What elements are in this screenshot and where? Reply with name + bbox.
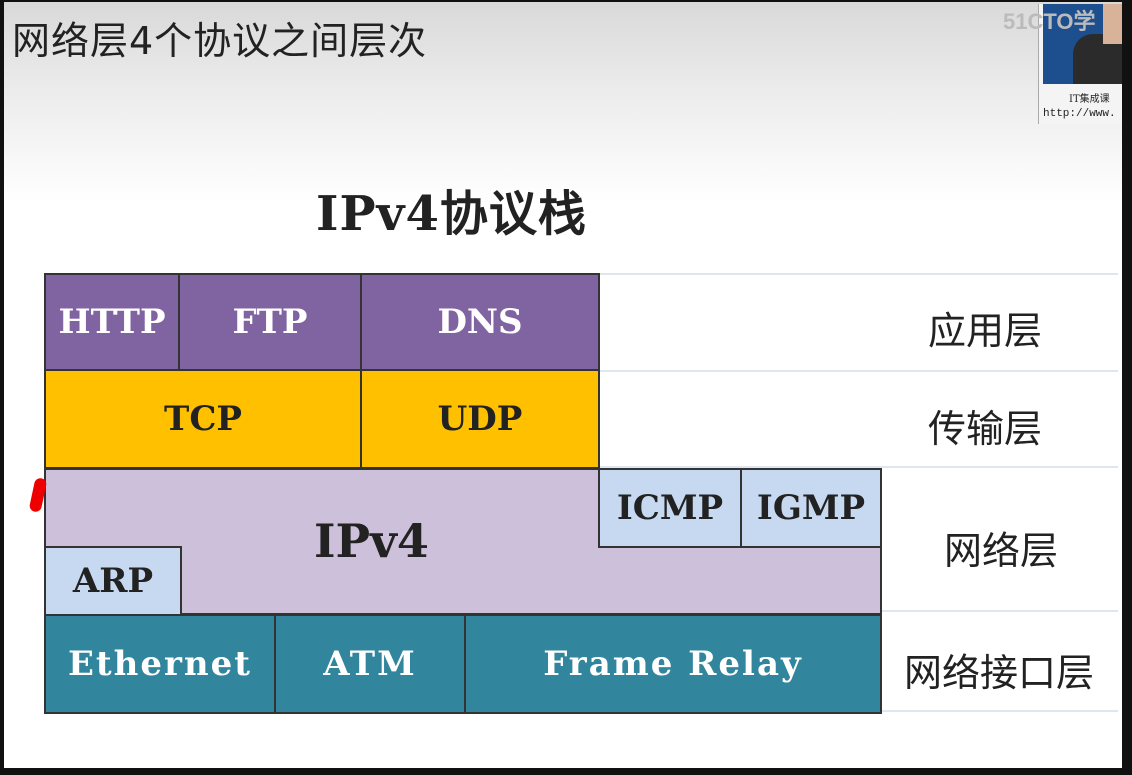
slide: 网络层4个协议之间层次 51CTO学 IT集成课 http://www. IPv… xyxy=(4,2,1122,768)
protocol-arp: ARP xyxy=(44,546,182,616)
row-divider xyxy=(600,273,1118,275)
protocol-dns: DNS xyxy=(360,273,600,371)
row-divider xyxy=(882,610,1118,612)
layer-label-link: 网络接口层 xyxy=(904,642,1094,697)
row-divider xyxy=(882,710,1118,712)
protocol-frame-relay: Frame Relay xyxy=(464,614,882,714)
webcam-logo: 51CTO学 xyxy=(1003,4,1096,36)
protocol-icmp: ICMP xyxy=(598,468,742,548)
layer-label-application: 应用层 xyxy=(928,300,1042,355)
layer-label-transport: 传输层 xyxy=(928,398,1042,453)
protocol-ipv4: IPv4 xyxy=(314,514,429,568)
protocol-ftp: FTP xyxy=(178,273,362,371)
protocol-igmp: IGMP xyxy=(740,468,882,548)
protocol-http: HTTP xyxy=(44,273,180,371)
protocol-tcp: TCP xyxy=(44,369,362,469)
protocol-ethernet: Ethernet xyxy=(44,614,276,714)
webcam-caption: IT集成课 xyxy=(1069,90,1110,105)
protocol-udp: UDP xyxy=(360,369,600,469)
layer-label-network: 网络层 xyxy=(944,520,1058,575)
diagram-title: IPv4协议栈 xyxy=(316,174,587,244)
row-divider xyxy=(600,370,1118,372)
slide-header-title: 网络层4个协议之间层次 xyxy=(12,10,427,65)
protocol-atm: ATM xyxy=(274,614,466,714)
webcam-url: http://www. xyxy=(1043,108,1116,120)
webcam-overlay: 51CTO学 IT集成课 http://www. xyxy=(1038,4,1122,124)
presenter-face xyxy=(1103,4,1122,44)
